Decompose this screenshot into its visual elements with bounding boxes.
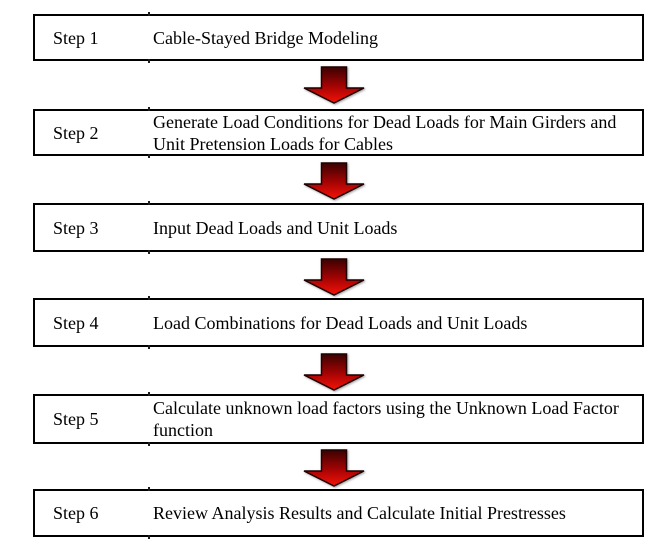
step-label: Step 1 (53, 27, 99, 48)
down-arrow-icon (301, 66, 367, 104)
step-label: Step 3 (53, 217, 99, 238)
down-arrow-icon (301, 353, 367, 391)
step-label: Step 4 (53, 312, 99, 333)
down-arrow-icon (301, 258, 367, 296)
step-description: Load Combinations for Dead Loads and Uni… (153, 312, 528, 333)
step-label: Step 2 (53, 122, 99, 143)
step-label: Step 6 (53, 503, 99, 523)
down-arrow-icon (301, 162, 367, 200)
step-box-2: Step 2 Generate Load Conditions for Dead… (33, 107, 644, 158)
step-description: Generate Load Conditions for Dead Loads … (153, 111, 617, 154)
step-box-3: Step 3 Input Dead Loads and Unit Loads (33, 201, 644, 254)
step-description: Calculate unknown load factors using the… (153, 398, 619, 440)
step-box-5: Step 5 Calculate unknown load factors us… (33, 392, 644, 446)
down-arrow-icon (301, 449, 367, 487)
step-description: Review Analysis Results and Calculate In… (153, 503, 566, 523)
step-box-4: Step 4 Load Combinations for Dead Loads … (33, 296, 644, 349)
step-label: Step 5 (53, 409, 99, 429)
step-box-6: Step 6 Review Analysis Results and Calcu… (33, 487, 644, 539)
step-box-1: Step 1 Cable-Stayed Bridge Modeling (33, 12, 644, 63)
step-description: Cable-Stayed Bridge Modeling (153, 27, 378, 48)
step-description: Input Dead Loads and Unit Loads (153, 217, 398, 238)
